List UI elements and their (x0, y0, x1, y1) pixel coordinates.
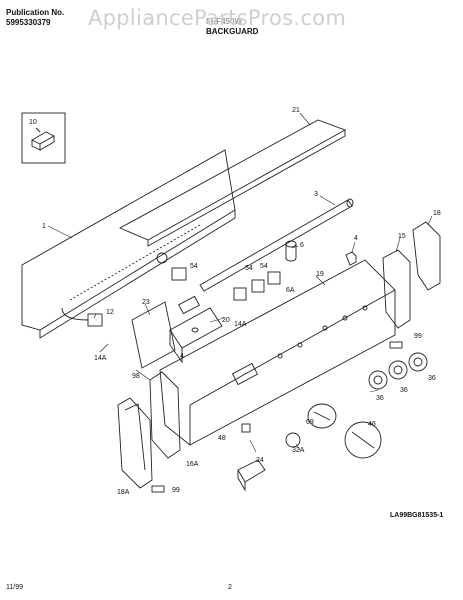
lamp-part (237, 459, 266, 492)
circuit-board-part (131, 295, 200, 369)
callout-3: 3 (314, 191, 318, 198)
callout-99-right: 99 (414, 333, 422, 340)
callout-4-bottom: 4 (180, 353, 184, 360)
knob-part (368, 352, 428, 390)
footer-page: 2 (228, 584, 232, 591)
bracket-left-part (149, 371, 181, 459)
callout-69: 69 (306, 419, 314, 426)
callout-98: 98 (132, 373, 140, 380)
model-number: FEF450W (206, 17, 243, 26)
control-panel-part (159, 259, 396, 446)
callout-54-b: 54 (245, 265, 253, 272)
callout-46: 46 (368, 421, 376, 428)
callout-12: 12 (106, 309, 114, 316)
timer-part (169, 307, 223, 364)
rear-panel-part (21, 149, 236, 339)
switch-part (171, 267, 281, 301)
callout-54-a: 54 (190, 263, 198, 270)
callout-21: 21 (292, 107, 300, 114)
callout-32a: 32A (292, 447, 305, 454)
knob-shaft-part (307, 403, 337, 429)
large-knob-part (344, 421, 382, 459)
footer-date: 11/99 (6, 584, 23, 591)
callout-20: 20 (222, 317, 230, 324)
callout-14a-left: 14A (94, 355, 107, 362)
callout-labels: 10 21 1 3 18 15 6 4 54 54 54 19 6A 23 12… (29, 107, 441, 496)
callout-1: 1 (42, 223, 46, 230)
inset-part-icon (31, 127, 55, 151)
left-end-cap-part (117, 397, 153, 489)
callout-54-c: 54 (260, 263, 268, 270)
clip-part (345, 251, 357, 266)
callout-14a-right: 14A (234, 321, 247, 328)
callout-18: 18 (433, 210, 441, 217)
callout-36-a: 36 (428, 375, 436, 382)
bracket-part (382, 249, 411, 329)
callout-36-c: 36 (376, 395, 384, 402)
callout-18a: 18A (117, 489, 130, 496)
washer-part (151, 341, 403, 493)
right-end-cap-part (412, 221, 441, 291)
publication-number: 5995330379 (6, 18, 51, 27)
diagram-code: LA99BG81535-1 (390, 512, 444, 519)
callout-10: 10 (29, 119, 37, 126)
callout-6: 6 (300, 242, 304, 249)
callout-99-bottom: 99 (172, 487, 180, 494)
callout-23: 23 (142, 299, 150, 306)
thermostat-part (61, 307, 103, 327)
inset-box (21, 112, 66, 164)
callout-16a: 16A (186, 461, 199, 468)
callout-6a: 6A (286, 287, 295, 294)
callout-24: 24 (256, 457, 264, 464)
watermark: AppliancePartsPros.com (88, 6, 347, 30)
callout-19: 19 (316, 271, 324, 278)
small-part-48 (241, 423, 251, 433)
callout-36-b: 36 (400, 387, 408, 394)
rod-part (199, 198, 354, 292)
small-knob-part (285, 432, 301, 448)
fuse-part (285, 240, 297, 262)
publication-label: Publication No. (6, 8, 65, 17)
callout-4-top: 4 (354, 235, 358, 242)
callout-48: 48 (218, 435, 226, 442)
callout-15: 15 (398, 233, 406, 240)
section-title: BACKGUARD (206, 27, 259, 36)
top-trim-part (118, 119, 347, 247)
